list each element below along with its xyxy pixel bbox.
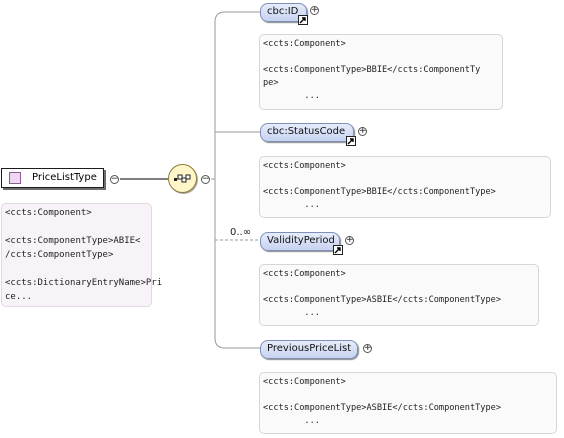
element-label: cbc:ID	[267, 6, 299, 17]
arrow-link-icon	[333, 245, 343, 255]
element-label: ValidityPeriod	[267, 235, 335, 246]
element-label: PreviousPriceList	[267, 343, 352, 354]
plus-circle-icon[interactable]: +	[363, 343, 372, 353]
element-documentation: <ccts:Component> <ccts:ComponentType>ASB…	[259, 372, 557, 434]
cardinality-label: 0..∞	[230, 227, 252, 238]
minus-circle-icon[interactable]: −	[201, 174, 210, 184]
root-documentation: <ccts:Component> <ccts:ComponentType>ABI…	[1, 203, 162, 307]
element-documentation: <ccts:Component> <ccts:ComponentType>BBI…	[259, 34, 503, 110]
element-documentation: <ccts:Component> <ccts:ComponentType>BBI…	[259, 156, 551, 218]
element-previouspricelist[interactable]: PreviousPriceList	[260, 340, 358, 359]
sequence-glyph	[174, 174, 191, 183]
element-cbc-statuscode[interactable]: cbc:StatusCode	[260, 123, 354, 142]
sequence-compositor-icon[interactable]	[168, 164, 197, 193]
plus-circle-icon[interactable]: +	[345, 235, 354, 245]
minus-circle-icon[interactable]: −	[110, 174, 119, 184]
element-label: cbc:StatusCode	[267, 126, 346, 137]
element-documentation: <ccts:Component> <ccts:ComponentType>ASB…	[259, 264, 539, 326]
arrow-link-icon	[346, 136, 356, 146]
element-validityperiod[interactable]: ValidityPeriod	[260, 232, 340, 251]
complex-type-icon	[9, 172, 21, 184]
root-element-label: PriceListType	[32, 172, 97, 183]
element-cbc-id[interactable]: cbc:ID	[260, 3, 307, 22]
plus-circle-icon[interactable]: +	[358, 126, 367, 136]
root-element-box[interactable]: PriceListType	[1, 168, 104, 188]
plus-circle-icon[interactable]: +	[310, 5, 319, 15]
arrow-link-icon	[298, 15, 308, 25]
